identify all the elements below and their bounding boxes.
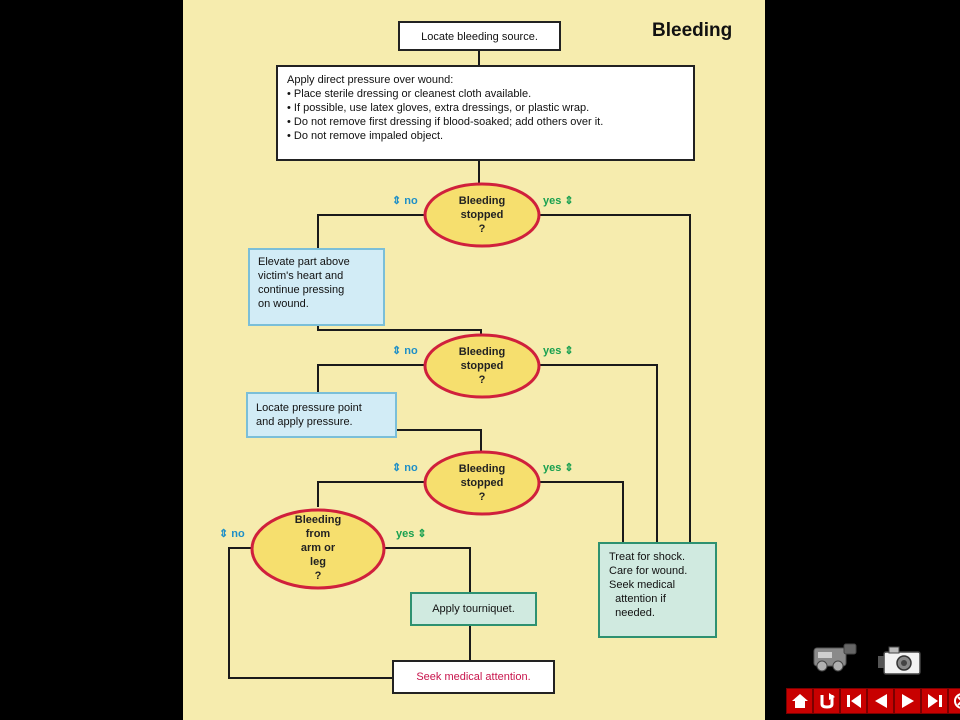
decision-1-no-label: ⇕ no — [392, 195, 418, 207]
pressure-point-box: Locate pressure point and apply pressure… — [246, 392, 397, 438]
tourniquet-box: Apply tourniquet. — [410, 592, 537, 626]
decision-2-no-label: ⇕ no — [392, 345, 418, 357]
home-icon[interactable] — [786, 688, 813, 714]
bullet-item: • If possible, use latex gloves, extra d… — [287, 102, 590, 114]
direct-pressure-heading: Apply direct pressure over wound: — [287, 74, 454, 86]
diagram-title: Bleeding — [652, 20, 733, 41]
bullet-item: • Do not remove first dressing if blood-… — [287, 116, 604, 128]
decision-3-no-label: ⇕ no — [392, 462, 418, 474]
previous-icon[interactable] — [867, 688, 894, 714]
navigation-bar — [786, 688, 960, 714]
decision-1-yes-label: yes ⇕ — [543, 195, 574, 207]
direct-pressure-box: Apply direct pressure over wound: • Plac… — [276, 65, 695, 161]
decision-oval-4 — [250, 508, 386, 590]
return-icon[interactable] — [813, 688, 840, 714]
last-icon[interactable] — [921, 688, 948, 714]
decision-oval-2 — [423, 333, 541, 399]
photo-camera-icon[interactable] — [878, 646, 921, 675]
elevate-box: Elevate part above victim's heart and co… — [248, 248, 385, 326]
bullet-item: • Do not remove impaled object. — [287, 130, 444, 142]
exit-icon[interactable] — [948, 688, 960, 714]
medical-attention-box: Seek medical attention. — [392, 660, 555, 694]
decision-2-yes-label: yes ⇕ — [543, 345, 574, 357]
video-camera-icon[interactable] — [813, 643, 857, 672]
bullet-item: • Place sterile dressing or cleanest clo… — [287, 88, 532, 100]
decision-4-yes-label: yes ⇕ — [396, 528, 427, 540]
decision-4-no-label: ⇕ no — [219, 528, 245, 540]
decision-oval-3 — [423, 450, 541, 516]
decision-3-yes-label: yes ⇕ — [543, 462, 574, 474]
first-icon[interactable] — [840, 688, 867, 714]
start-box: Locate bleeding source. — [398, 21, 561, 51]
shock-box: Treat for shock. Care for wound. Seek me… — [598, 542, 717, 638]
media-icons — [813, 643, 921, 675]
decision-oval-1 — [423, 182, 541, 248]
next-icon[interactable] — [894, 688, 921, 714]
